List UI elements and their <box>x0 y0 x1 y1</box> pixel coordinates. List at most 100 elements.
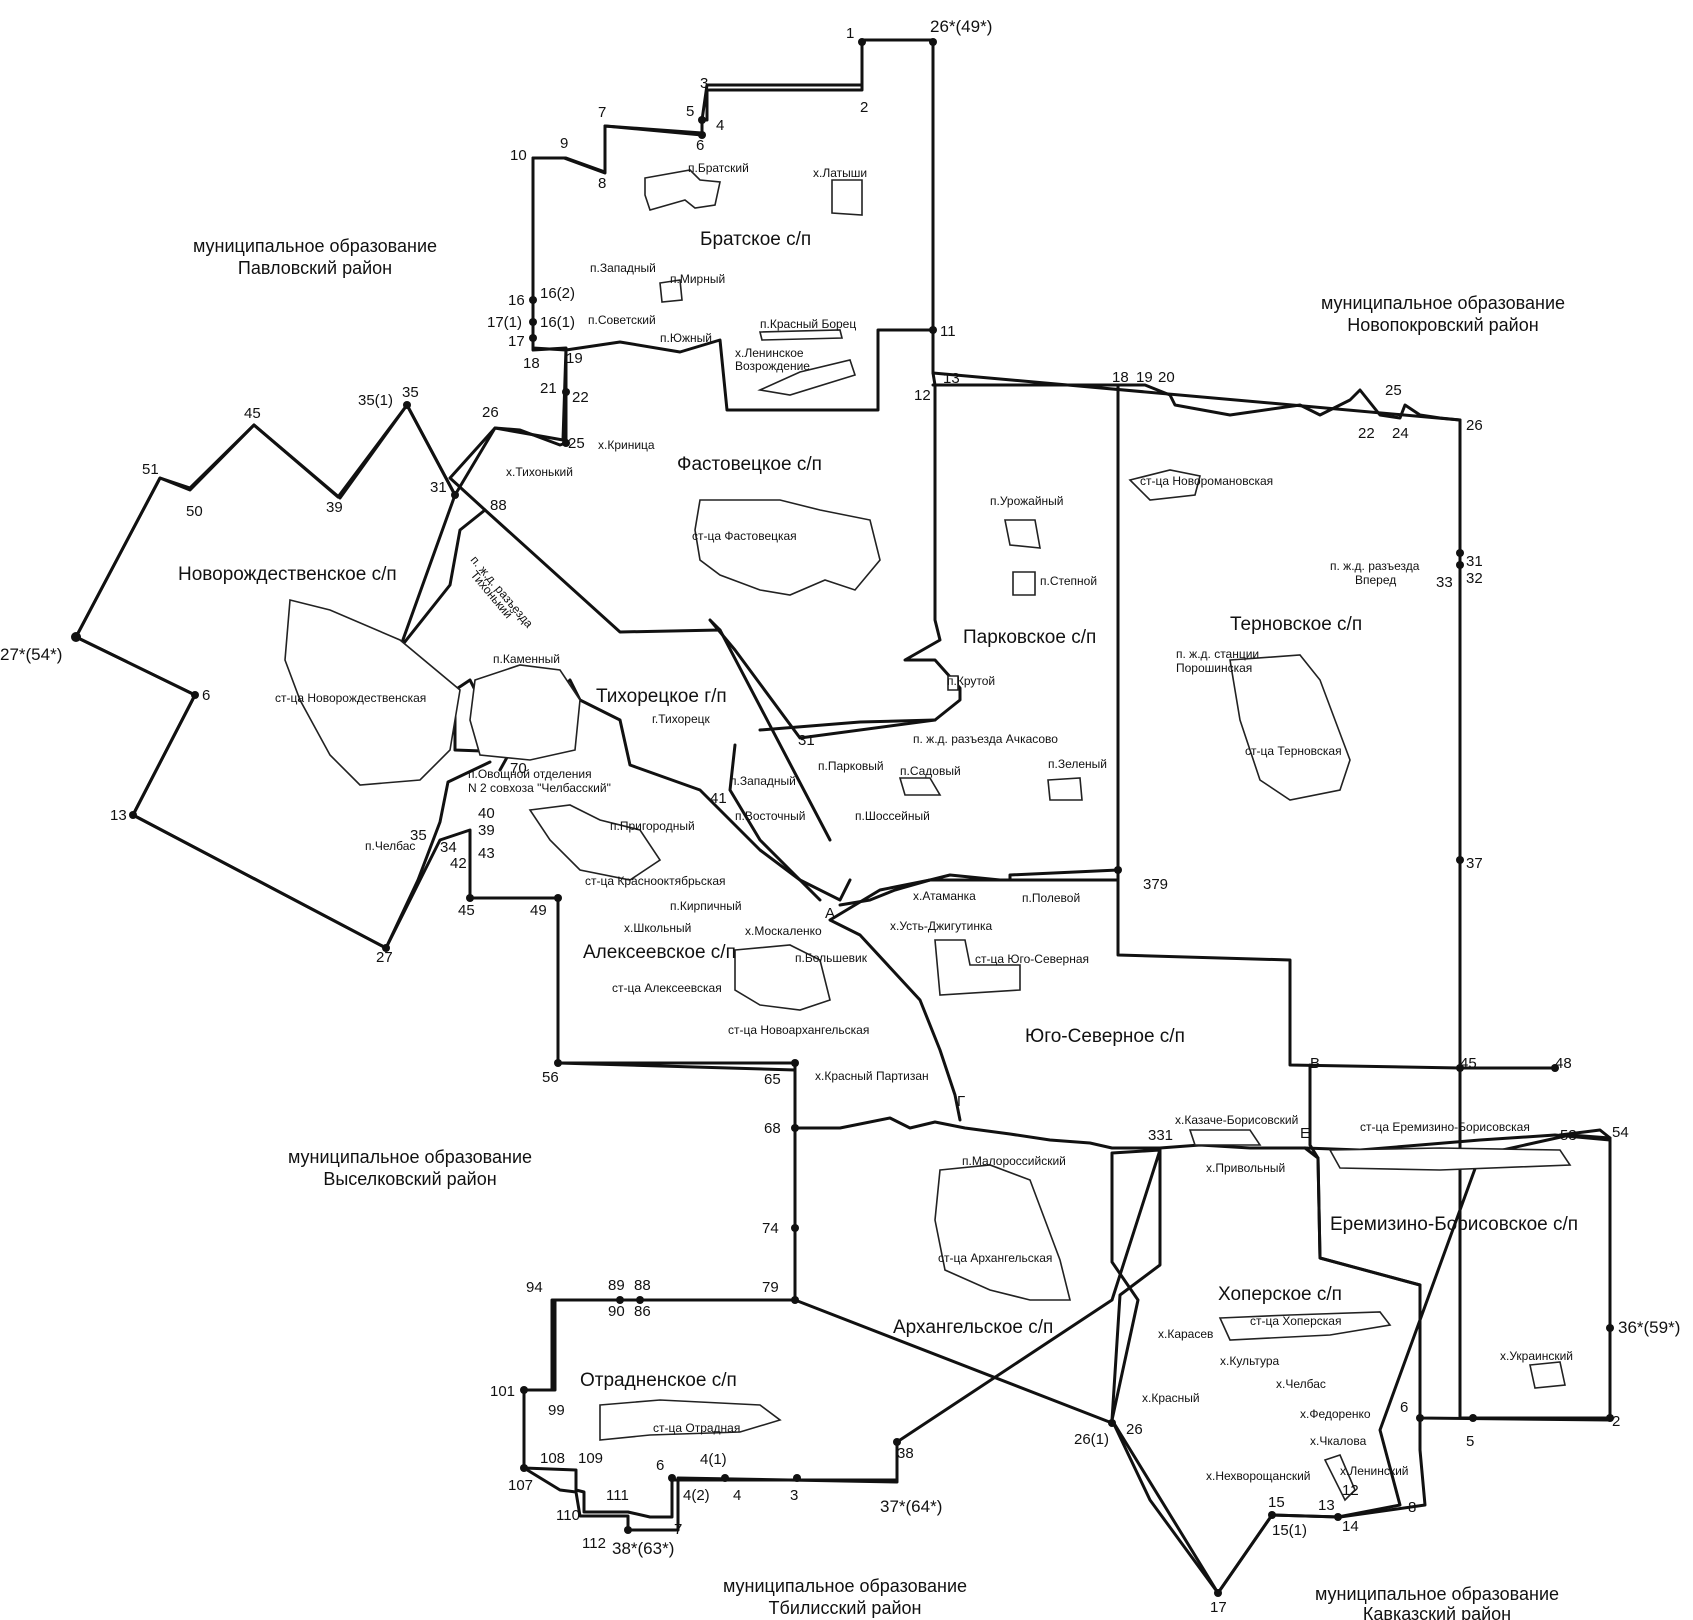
external-area-line2: Выселковский район <box>323 1169 496 1189</box>
point-marker <box>529 334 537 342</box>
point-label: 8 <box>1408 1499 1416 1516</box>
point-marker <box>1469 1414 1477 1422</box>
locality-label: п.Западный <box>730 774 796 788</box>
locality-labels: п.Братский х.Латыши п.Западный п.Мирный … <box>275 161 1573 1483</box>
locality-label: ст-ца Еремизино-Борисовская <box>1360 1120 1530 1134</box>
outline-arkhangelskaya <box>934 1164 1072 1301</box>
locality-label: Вперед <box>1355 573 1396 587</box>
locality-label: ст-ца Алексеевская <box>612 981 722 995</box>
point-marker <box>929 326 937 334</box>
point-marker <box>791 1124 799 1132</box>
point-label: 79 <box>762 1279 779 1296</box>
point-label: 18 <box>1112 369 1129 386</box>
area-label: Архангельское с/п <box>893 1317 1053 1338</box>
locality-label: х.Казаче-Борисовский <box>1175 1113 1298 1127</box>
point-label: 112 <box>582 1535 606 1552</box>
point-label: 25 <box>568 435 585 452</box>
point-marker <box>1114 866 1122 874</box>
locality-label: х.Усть-Джигутинка <box>890 919 992 933</box>
area-label: Хоперское с/п <box>1218 1284 1342 1305</box>
outline-latyshi <box>831 179 863 216</box>
locality-label: ст-ца Краснооктябрьская <box>585 874 726 888</box>
point-marker <box>71 632 81 642</box>
outline-ternovskaya <box>1229 654 1351 801</box>
boundary-bratskoe <box>531 38 935 412</box>
point-label: 26 <box>482 404 499 421</box>
area-label: Новорождественское с/п <box>178 564 397 585</box>
point-label: 41 <box>710 790 727 807</box>
locality-label: х.Челбас <box>1276 1377 1326 1391</box>
outline-khoperskaya <box>1218 1311 1392 1341</box>
external-area-line1: муниципальное образование <box>193 236 437 256</box>
point-marker <box>616 1296 624 1304</box>
point-marker <box>668 1474 676 1482</box>
point-label: 68 <box>764 1120 781 1137</box>
point-marker <box>529 318 537 326</box>
locality-label: п.Большевик <box>795 951 868 965</box>
point-label: 1 <box>846 25 854 42</box>
point-label: 2 <box>1612 1413 1620 1430</box>
point-label: 6 <box>696 137 704 154</box>
external-area-line2: Кавказский район <box>1363 1604 1511 1620</box>
point-label: 12 <box>914 387 931 404</box>
point-marker <box>562 388 570 396</box>
boundary-novorozhd <box>398 403 487 650</box>
point-label: 88 <box>634 1277 651 1294</box>
point-label: 94 <box>526 1279 543 1296</box>
point-label: 88 <box>490 497 507 514</box>
outline-yugo-severnaya <box>934 939 1021 996</box>
point-label: 7 <box>598 104 606 121</box>
point-label: 21 <box>540 380 557 397</box>
point-label: 17(1) <box>487 314 522 331</box>
point-label: 14 <box>1342 1518 1359 1535</box>
point-label: 27 <box>376 949 393 966</box>
locality-label: х.Тихонький <box>506 465 573 479</box>
point-label: 4 <box>733 1487 741 1504</box>
outline-zeleny <box>1047 777 1083 801</box>
locality-label: п. ж.д. разъезда <box>1330 559 1420 573</box>
point-label: 37 <box>1466 855 1483 872</box>
locality-label: п. ж.д. станции <box>1176 647 1259 661</box>
point-label: 43 <box>478 845 495 862</box>
point-label: 35 <box>410 827 427 844</box>
area-labels: Братское с/п Фастовецкое с/п Новорождест… <box>178 229 1578 1391</box>
outline-stepnoy <box>1012 571 1036 596</box>
boundary-parkovskoe-spur <box>728 743 822 902</box>
locality-label: х.Москаленко <box>745 924 822 938</box>
outline-alekseevskaya <box>734 944 831 1011</box>
point-marker <box>893 1438 901 1446</box>
boundary-ternovskoe-south <box>1116 868 1557 1070</box>
locality-label: ст-ца Новорождественская <box>275 691 426 705</box>
locality-label: ст-ца Новоромановская <box>1140 474 1273 488</box>
point-marker <box>698 131 706 139</box>
area-label: Тихорецкое г/п <box>596 686 727 707</box>
point-label: 35 <box>402 384 419 401</box>
area-label: Братское с/п <box>700 229 811 250</box>
external-area-line1: муниципальное образование <box>1321 293 1565 313</box>
locality-label: ст-ца Терновская <box>1245 744 1342 758</box>
point-label: 17 <box>508 333 525 350</box>
point-label: 108 <box>540 1450 565 1467</box>
point-label: 6 <box>202 687 210 704</box>
point-label: В <box>1310 1055 1320 1072</box>
boundary-parkovskoe-east <box>828 383 1120 1122</box>
point-label: 24 <box>1392 425 1409 442</box>
point-label: 54 <box>1612 1124 1629 1141</box>
point-marker <box>466 894 474 902</box>
locality-label: х.Украинский <box>1500 1349 1573 1363</box>
locality-label: х.Атаманка <box>913 889 976 903</box>
point-label: 6 <box>656 1457 664 1474</box>
point-marker <box>791 1059 799 1067</box>
point-label: 42 <box>450 855 467 872</box>
point-marker <box>129 811 137 819</box>
locality-label: п.Мирный <box>670 272 725 286</box>
point-label: 65 <box>764 1071 781 1088</box>
key-point-label: 38*(63*) <box>612 1539 674 1558</box>
locality-label: п.Урожайный <box>990 494 1064 508</box>
locality-label: п. ж.д. разъезда <box>468 553 536 631</box>
point-label: 107 <box>508 1477 533 1494</box>
point-label: 53 <box>1560 1127 1577 1144</box>
locality-label: п.Каменный <box>493 652 560 666</box>
point-label: 2 <box>860 99 868 116</box>
point-label: 25 <box>1385 382 1402 399</box>
